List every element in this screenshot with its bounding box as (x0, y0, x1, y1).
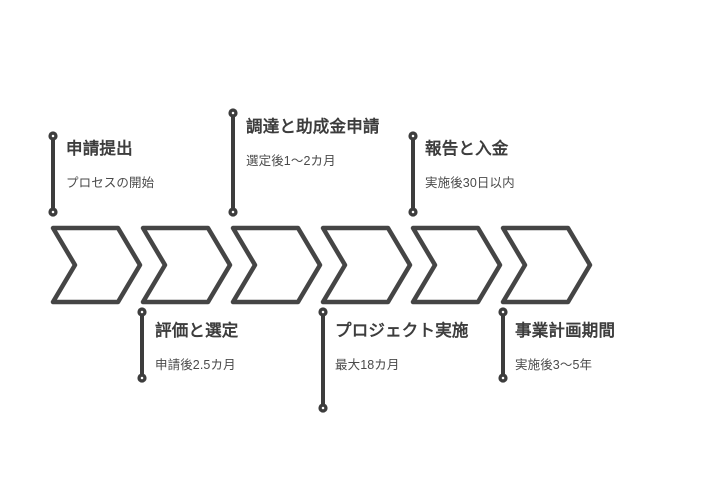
connector-dot-5-end (408, 207, 418, 217)
chevron-stage-1 (50, 225, 143, 305)
stage-callout-1: 申請提出 プロセスの開始 (66, 139, 226, 191)
stage-title-6: 事業計画期間 (515, 322, 616, 340)
stage-title-5: 報告と入金 (425, 140, 509, 158)
connector-dot-2-start (137, 307, 147, 317)
connector-dot-core-3-end (231, 210, 235, 214)
connector-dot-1-start (48, 131, 58, 141)
connector-dot-core-5-end (411, 210, 415, 214)
stage-subtitle-3: 選定後1〜2カ月 (246, 153, 336, 168)
stage-callout-3: 調達と助成金申請 選定後1〜2カ月 (246, 117, 402, 169)
stage-title-1: 申請提出 (66, 140, 133, 158)
connector-dot-core-2-end (140, 376, 144, 380)
connector-dot-5-start (408, 131, 418, 141)
chevron-stage-3 (230, 225, 323, 305)
connector-dot-3-end (228, 207, 238, 217)
connector-dot-core-1-end (51, 210, 55, 214)
connector-dot-6-start (498, 307, 508, 317)
stage-title-2: 評価と選定 (155, 322, 239, 340)
connector-dot-core-6-start (501, 310, 505, 314)
stage-callout-4: プロジェクト実施 最大18カ月 (335, 321, 487, 373)
connector-dot-core-6-end (501, 376, 505, 380)
stage-subtitle-4: 最大18カ月 (335, 357, 400, 372)
stage-title-3: 調達と助成金申請 (246, 118, 380, 136)
stage-subtitle-6: 実施後3〜5年 (515, 357, 593, 372)
connector-dot-core-5-start (411, 134, 415, 138)
stage-subtitle-1: プロセスの開始 (66, 175, 155, 190)
chevron-stage-6 (500, 225, 593, 305)
connector-dot-1-end (48, 207, 58, 217)
chevron-group (50, 225, 593, 305)
connector-dot-core-3-start (231, 111, 235, 115)
chevron-stage-4 (320, 225, 413, 305)
stage-title-4: プロジェクト実施 (335, 322, 469, 340)
stage-subtitle-2: 申請後2.5カ月 (155, 357, 236, 372)
connector-dot-4-start (318, 307, 328, 317)
connector-dot-core-4-start (321, 310, 325, 314)
connector-dot-3-start (228, 108, 238, 118)
chevron-stage-5 (410, 225, 503, 305)
chevron-stage-2 (140, 225, 233, 305)
stage-callout-6: 事業計画期間 実施後3〜5年 (515, 321, 680, 373)
connector-dot-4-end (318, 403, 328, 413)
stage-callout-2: 評価と選定 申請後2.5カ月 (155, 321, 315, 373)
connector-dot-core-2-start (140, 310, 144, 314)
stage-callout-5: 報告と入金 実施後30日以内 (425, 139, 585, 191)
connector-dot-6-end (498, 373, 508, 383)
connector-dot-core-1-start (51, 134, 55, 138)
connector-dot-2-end (137, 373, 147, 383)
stage-subtitle-5: 実施後30日以内 (425, 175, 515, 190)
connector-dot-core-4-end (321, 406, 325, 410)
